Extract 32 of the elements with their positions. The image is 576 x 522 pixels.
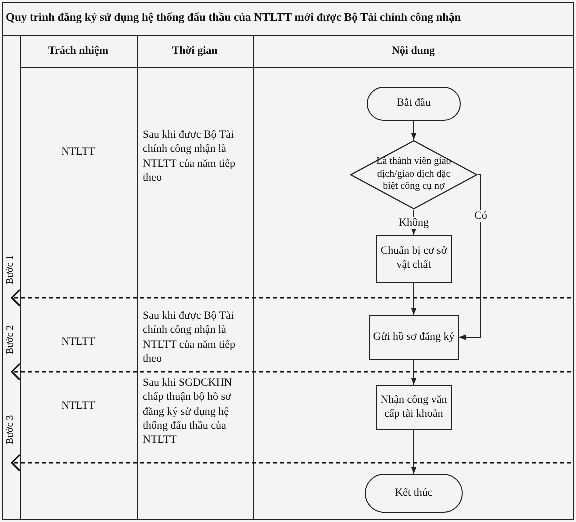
step-label: Bước 1 <box>4 254 17 287</box>
node-text: Nhận công văn cấp tài khoản <box>380 394 448 422</box>
decision-diamond <box>350 140 478 210</box>
arrow <box>411 360 417 386</box>
column-header: Trách nhiệm <box>48 44 110 58</box>
edge-label: Không <box>398 216 430 228</box>
node-text: Chuẩn bị cơ sở vật chất <box>380 245 448 273</box>
terminator-shape <box>367 87 461 121</box>
table-text: Sau khi được Bộ Tài chính công nhận là NTLTT của năm tiếp theo <box>143 128 237 186</box>
edge-label: Có <box>474 210 488 222</box>
step-label: Bước 2 <box>4 324 17 357</box>
arrow <box>411 282 417 316</box>
arrow <box>458 174 482 340</box>
table-text: NTLTT <box>60 145 96 160</box>
node-text: Gửi hồ sơ đăng ký <box>373 330 455 344</box>
column-header: Thời gian <box>171 44 219 58</box>
table-text: NTLTT <box>60 335 96 350</box>
title: Quy trình đăng ký sử dụng hệ thống đấu thầu của NTLTT mới được Bộ Tài chính công nhận <box>6 12 462 24</box>
table-text: Sau khi SGDCKHN chấp thuận bộ hồ sơ đăng ký sử dụng hệ thống đấu thầu của NTLTT <box>143 376 234 448</box>
node-text: Là thành viên giao dịch/giao dịch đặc biệt công cụ nợ <box>376 156 452 194</box>
table-text: Sau khi được Bộ Tài chính công nhận là NTLTT của năm tiếp theo <box>143 309 237 366</box>
node-text: Kết thúc <box>395 486 433 500</box>
arrow <box>411 120 417 140</box>
terminator-shape <box>365 474 463 513</box>
step-label: Bước 3 <box>4 414 17 447</box>
process-box <box>376 235 452 283</box>
table-text: NTLTT <box>60 399 96 414</box>
process-box <box>376 385 452 430</box>
node-text: Bắt đầu <box>397 97 431 111</box>
column-header: Nội dung <box>390 44 436 58</box>
arrow <box>411 430 417 474</box>
process-box <box>369 315 459 360</box>
